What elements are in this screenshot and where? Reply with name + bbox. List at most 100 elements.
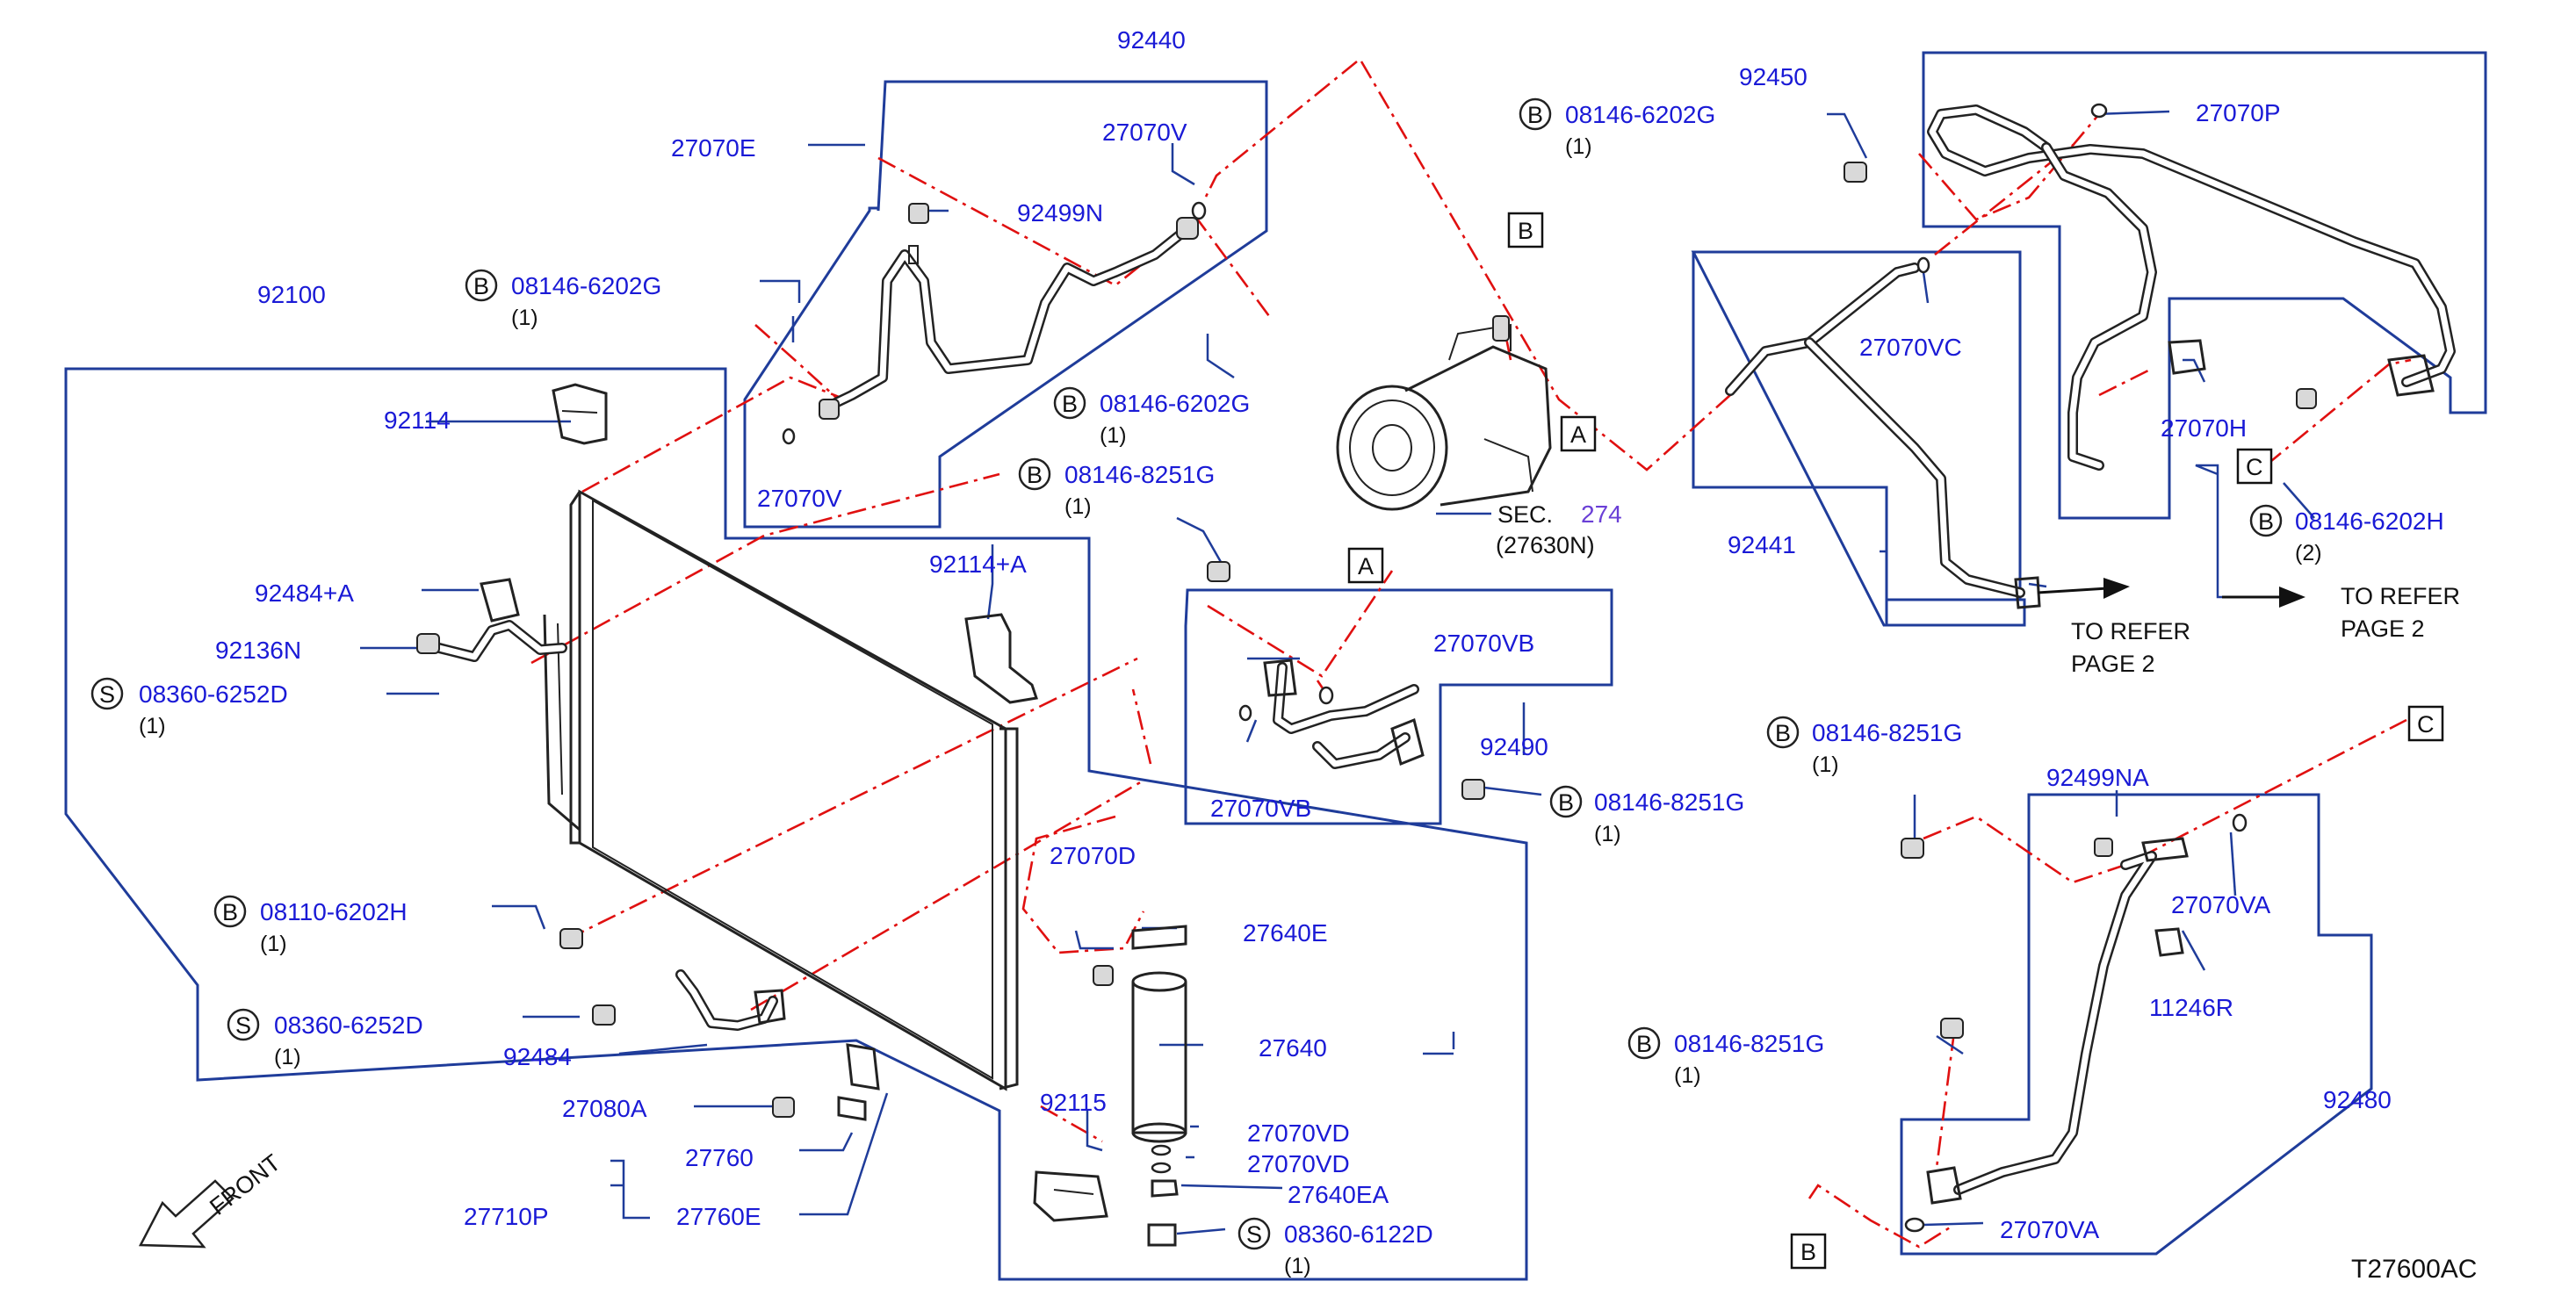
svg-text:08360-6252D: 08360-6252D — [274, 1011, 423, 1039]
pipe-92450-drawing — [1844, 104, 2456, 471]
label-92440: 92440 — [1117, 26, 1186, 54]
label-92480: 92480 — [2323, 1086, 2392, 1113]
group-outline-92100 — [64, 367, 1528, 1281]
svg-text:(1): (1) — [1064, 494, 1092, 519]
link-marker-C-92450: C — [2236, 448, 2273, 485]
refer-note-2: TO REFER PAGE 2 — [2222, 583, 2460, 642]
compressor-drawing — [1336, 315, 1552, 511]
label-27070V-bot: 27070V — [757, 485, 842, 512]
fastener-f7: S 08360-6252D (1) — [227, 1008, 423, 1069]
svg-text:B: B — [222, 899, 238, 925]
fastener-f8: B 08146-8251G (1) — [1549, 785, 1744, 846]
group-outline-92490 — [1184, 588, 1613, 825]
svg-text:B: B — [1775, 720, 1791, 746]
svg-text:(1): (1) — [1812, 752, 1839, 777]
svg-text:08146-8251G: 08146-8251G — [1594, 788, 1744, 816]
label-92450: 92450 — [1739, 63, 1808, 90]
label-27070E: 27070E — [671, 134, 756, 162]
svg-text:B: B — [2258, 508, 2274, 535]
link-marker-A-compressor: A — [1560, 415, 1597, 452]
label-92114: 92114 — [384, 407, 451, 434]
group-outline-92440 — [743, 80, 1268, 529]
svg-text:B: B — [1636, 1031, 1652, 1057]
svg-text:08146-6202H: 08146-6202H — [2295, 508, 2444, 535]
label-92490: 92490 — [1480, 733, 1548, 760]
label-27070V-top: 27070V — [1102, 119, 1187, 146]
pipe-92484A-drawing — [416, 578, 567, 662]
label-27710P: 27710P — [464, 1203, 549, 1230]
svg-text:08146-8251G: 08146-8251G — [1812, 719, 1962, 746]
svg-text:B: B — [1027, 462, 1043, 488]
receiver-drier-drawing — [1093, 925, 1187, 1247]
link-marker-B-compressor: B — [1507, 212, 1544, 248]
svg-text:08110-6202H: 08110-6202H — [260, 898, 408, 925]
label-27760E: 27760E — [676, 1203, 761, 1230]
label-27070D: 27070D — [1050, 842, 1136, 869]
svg-text:B: B — [1800, 1239, 1816, 1265]
fastener-f5: S 08360-6252D (1) — [90, 677, 288, 738]
group-outline-92480 — [1900, 793, 2373, 1256]
fastener-f1: B 08146-6202G (1) — [1519, 97, 1715, 159]
pipe-92490-drawing — [1207, 561, 1485, 800]
label-27070P: 27070P — [2196, 99, 2281, 126]
svg-text:(1): (1) — [1674, 1063, 1701, 1088]
label-92484A: 92484+A — [255, 580, 354, 607]
fastener-f10: B 08146-6202H (2) — [2249, 504, 2444, 565]
label-27070VC: 27070VC — [1859, 334, 1962, 361]
fastener-f4: B 08146-8251G (1) — [1018, 457, 1215, 519]
label-92100: 92100 — [257, 281, 326, 308]
label-27070VD-1: 27070VD — [1247, 1119, 1350, 1147]
svg-text:(1): (1) — [1100, 423, 1127, 448]
svg-text:(1): (1) — [1565, 134, 1592, 159]
svg-text:274: 274 — [1581, 500, 1622, 528]
svg-text:SEC.: SEC. — [1497, 501, 1553, 528]
fastener-f11: B 08146-8251G (1) — [1766, 716, 1962, 777]
label-27080A: 27080A — [562, 1095, 647, 1122]
label-27070H: 27070H — [2161, 414, 2247, 442]
label-27640EA: 27640EA — [1288, 1181, 1389, 1208]
svg-text:B: B — [473, 273, 489, 299]
bracket-92114-drawing — [552, 383, 608, 445]
svg-text:C: C — [2417, 711, 2435, 738]
refer-note-1: TO REFER PAGE 2 — [2037, 578, 2190, 677]
label-27070VB-top: 27070VB — [1433, 630, 1534, 657]
label-11246R: 11246R — [2149, 994, 2233, 1021]
svg-text:PAGE 2: PAGE 2 — [2341, 616, 2425, 642]
pipe-92441-drawing — [1725, 263, 2041, 609]
svg-text:B: B — [1527, 102, 1543, 128]
svg-text:08360-6122D: 08360-6122D — [1284, 1220, 1433, 1248]
label-92499N: 92499N — [1017, 199, 1103, 227]
svg-text:A: A — [1358, 553, 1374, 580]
svg-text:PAGE 2: PAGE 2 — [2071, 651, 2155, 677]
svg-text:(1): (1) — [1284, 1254, 1311, 1278]
label-27070VD-2: 27070VD — [1247, 1150, 1350, 1177]
svg-text:(1): (1) — [274, 1045, 301, 1069]
pipe-92484-drawing — [559, 928, 786, 1031]
bracket-92114A-drawing — [964, 613, 1038, 704]
fastener-f2: B 08146-6202G (1) — [465, 269, 661, 330]
label-92136N: 92136N — [215, 637, 301, 664]
svg-text:(1): (1) — [260, 932, 287, 956]
svg-text:B: B — [1062, 391, 1078, 417]
svg-text:(1): (1) — [139, 714, 166, 738]
svg-text:S: S — [235, 1012, 251, 1039]
svg-text:08146-6202G: 08146-6202G — [1100, 390, 1250, 417]
svg-text:A: A — [1570, 421, 1586, 448]
svg-text:B: B — [1518, 218, 1533, 244]
svg-text:08146-8251G: 08146-8251G — [1064, 461, 1215, 488]
svg-text:08146-6202G: 08146-6202G — [511, 272, 661, 299]
fastener-f12: B 08146-8251G (1) — [1627, 1026, 1824, 1088]
label-27070VB-bot: 27070VB — [1210, 795, 1311, 822]
link-marker-B-92480: B — [1790, 1233, 1827, 1270]
svg-text:S: S — [99, 681, 115, 708]
svg-text:(2): (2) — [2295, 541, 2322, 565]
group-outline-92441-body — [1692, 250, 2026, 627]
svg-text:S: S — [1246, 1221, 1262, 1248]
label-27070VA-bot: 27070VA — [2000, 1216, 2099, 1243]
front-direction-arrow: FRONT — [138, 1149, 285, 1249]
o-rings-group — [782, 103, 2248, 1233]
link-marker-C-92480: C — [2407, 705, 2444, 742]
svg-text:(1): (1) — [1594, 822, 1621, 846]
svg-text:08146-6202G: 08146-6202G — [1565, 101, 1715, 128]
